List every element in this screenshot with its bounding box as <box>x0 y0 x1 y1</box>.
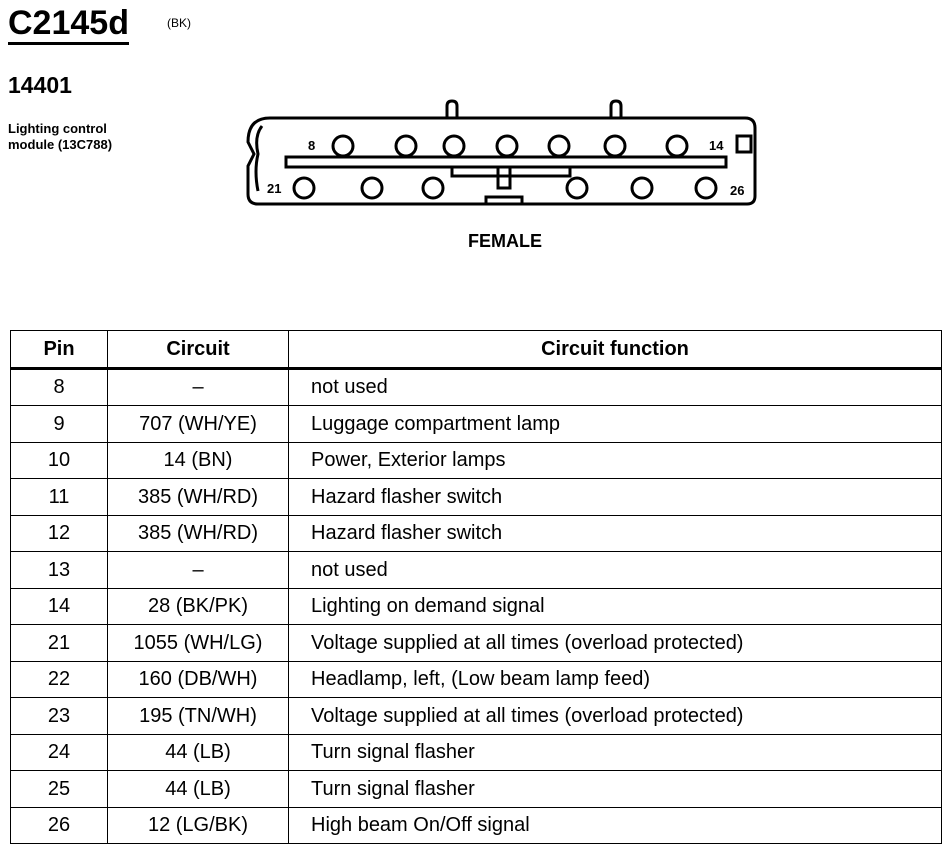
module-description-line1: Lighting control <box>8 121 107 136</box>
function-cell: Lighting on demand signal <box>288 587 942 625</box>
function-cell: Voltage supplied at all times (overload … <box>288 697 942 735</box>
module-description: Lighting control module (13C788) <box>8 121 158 153</box>
bottom-tab <box>484 195 524 204</box>
cavity-bottom-2 <box>360 176 384 200</box>
connector-gender-label: FEMALE <box>468 231 542 251</box>
connector-body-outline <box>246 116 757 206</box>
pin-cell: 22 <box>10 660 108 698</box>
connector-id-title: C2145d <box>8 4 129 45</box>
pin-label-14: 14 <box>709 138 724 153</box>
center-stem <box>496 167 512 190</box>
cavity-bottom-6 <box>694 176 718 200</box>
column-header-pin: Pin <box>10 330 108 369</box>
cavity-top-2 <box>394 134 418 158</box>
function-cell: Turn signal flasher <box>288 733 942 771</box>
circuit-cell: 12 (LG/BK) <box>107 806 289 844</box>
pin-cell: 24 <box>10 733 108 771</box>
locking-tab-left <box>445 99 459 118</box>
table-row: 26 12 (LG/BK) High beam On/Off signal <box>10 806 942 844</box>
function-cell: not used <box>288 367 942 406</box>
column-header-function: Circuit function <box>288 330 942 369</box>
circuit-cell: 28 (BK/PK) <box>107 587 289 625</box>
table-row: 22 160 (DB/WH) Headlamp, left, (Low beam… <box>10 660 942 698</box>
circuit-cell: – <box>107 551 289 589</box>
table-row: 25 44 (LB) Turn signal flasher <box>10 770 942 808</box>
pinout-table: Pin Circuit Circuit function 8 – not use… <box>10 330 942 844</box>
locking-tab-right <box>609 99 623 118</box>
pin-cell: 13 <box>10 551 108 589</box>
table-header-row: Pin Circuit Circuit function <box>10 330 942 369</box>
function-cell: Turn signal flasher <box>288 770 942 808</box>
function-cell: not used <box>288 551 942 589</box>
table-row: 23 195 (TN/WH) Voltage supplied at all t… <box>10 697 942 735</box>
function-cell: Hazard flasher switch <box>288 514 942 552</box>
pin-label-21: 21 <box>267 181 281 196</box>
pin-cell: 8 <box>10 367 108 406</box>
cavity-top-1 <box>331 134 355 158</box>
pin-cell: 25 <box>10 770 108 808</box>
function-cell: High beam On/Off signal <box>288 806 942 844</box>
pin-label-8: 8 <box>308 138 315 153</box>
circuit-cell: 195 (TN/WH) <box>107 697 289 735</box>
module-description-line2: module (13C788) <box>8 137 113 152</box>
cavity-top-5 <box>547 134 571 158</box>
table-row: 10 14 (BN) Power, Exterior lamps <box>10 441 942 479</box>
connector-color-code: (BK) <box>167 16 191 30</box>
function-cell: Power, Exterior lamps <box>288 441 942 479</box>
circuit-cell: 707 (WH/YE) <box>107 405 289 443</box>
circuit-cell: 160 (DB/WH) <box>107 660 289 698</box>
circuit-cell: 385 (WH/RD) <box>107 478 289 516</box>
pin-label-26: 26 <box>730 183 744 198</box>
key-notch <box>735 134 753 154</box>
table-row: 8 – not used <box>10 367 942 406</box>
part-number: 14401 <box>8 72 72 98</box>
table-row: 13 – not used <box>10 551 942 589</box>
table-row: 14 28 (BK/PK) Lighting on demand signal <box>10 587 942 625</box>
pin-cell: 9 <box>10 405 108 443</box>
circuit-cell: 385 (WH/RD) <box>107 514 289 552</box>
function-cell: Voltage supplied at all times (overload … <box>288 624 942 662</box>
cavity-bottom-1 <box>292 176 316 200</box>
table-row: 21 1055 (WH/LG) Voltage supplied at all … <box>10 624 942 662</box>
table-row: 12 385 (WH/RD) Hazard flasher switch <box>10 514 942 552</box>
cavity-top-3 <box>442 134 466 158</box>
cavity-bottom-4 <box>565 176 589 200</box>
cavity-top-6 <box>603 134 627 158</box>
circuit-cell: 44 (LB) <box>107 733 289 771</box>
table-row: 24 44 (LB) Turn signal flasher <box>10 733 942 771</box>
connector-face-diagram: 8 14 21 26 <box>246 99 757 206</box>
circuit-cell: 14 (BN) <box>107 441 289 479</box>
pin-cell: 14 <box>10 587 108 625</box>
pin-cell: 26 <box>10 806 108 844</box>
function-cell: Hazard flasher switch <box>288 478 942 516</box>
cavity-bottom-3 <box>421 176 445 200</box>
function-cell: Luggage compartment lamp <box>288 405 942 443</box>
cavity-top-4 <box>495 134 519 158</box>
table-row: 11 385 (WH/RD) Hazard flasher switch <box>10 478 942 516</box>
center-latch-bar <box>284 155 728 169</box>
pin-cell: 12 <box>10 514 108 552</box>
table-row: 9 707 (WH/YE) Luggage compartment lamp <box>10 405 942 443</box>
cavity-top-7 <box>665 134 689 158</box>
circuit-cell: 1055 (WH/LG) <box>107 624 289 662</box>
circuit-cell: 44 (LB) <box>107 770 289 808</box>
pin-cell: 23 <box>10 697 108 735</box>
function-cell: Headlamp, left, (Low beam lamp feed) <box>288 660 942 698</box>
pin-cell: 21 <box>10 624 108 662</box>
pin-cell: 11 <box>10 478 108 516</box>
circuit-cell: – <box>107 367 289 406</box>
cavity-bottom-5 <box>630 176 654 200</box>
column-header-circuit: Circuit <box>107 330 289 369</box>
pin-cell: 10 <box>10 441 108 479</box>
connector-inner-edge <box>254 125 264 192</box>
